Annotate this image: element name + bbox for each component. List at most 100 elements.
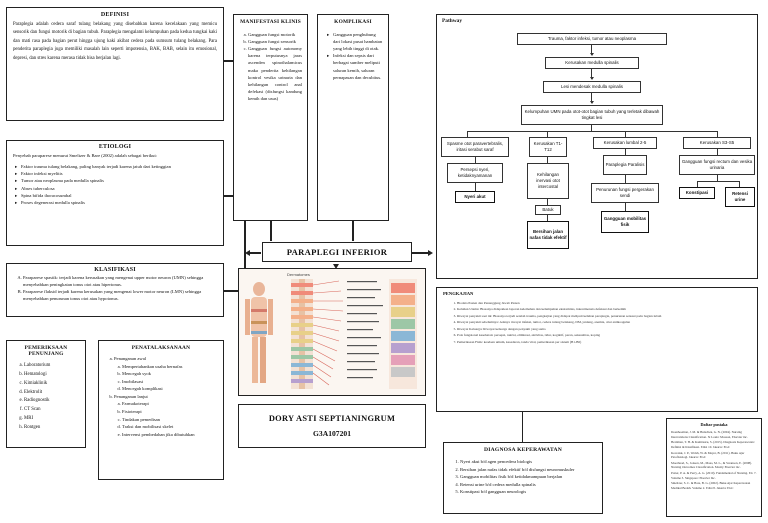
pustaka-item: Doenhoeman, J. M. & Bulechek, G. N. (200… — [671, 430, 748, 439]
manifestasi-box: MANIFESTASI KLINIS Gangguan fungsi motor… — [233, 14, 308, 221]
pengkajian-item: Riwayat penyakit saat ini: Biasanya terj… — [457, 313, 751, 319]
node-s3-s5: Kerusakan S3-S5 — [683, 137, 751, 149]
node-lumbal: Kerusakan lumbal 2-5 — [593, 137, 657, 149]
node-retensi-urine: Retensi urine — [725, 187, 755, 207]
body-front-icon — [245, 282, 273, 383]
author-name: DORY ASTI SEPTIANINGRUM — [268, 414, 396, 423]
node-spasme: Spasme otot paravertebralis, iritasi ser… — [441, 137, 509, 157]
definisi-body: Paraplegia adalah cedera saraf tulang be… — [13, 22, 217, 61]
node-konstipasi: Konstipasi — [679, 187, 715, 199]
pemeriksaan-box: PEMERIKSAAN PENUNJANG Laboratorium Hemat… — [6, 340, 86, 448]
klasifikasi-title: KLASIFIKASI — [94, 267, 136, 273]
node-nyeri-akut: Nyeri akut — [455, 191, 495, 203]
node-gangguan-mobilitas: Gangguan mobilitas fisik — [601, 211, 649, 233]
etiologi-list: Faktor trauma tulang belakang, paling ba… — [13, 163, 217, 207]
node-bersihan: Bersihan jalan nafas tidak efektif — [527, 221, 569, 249]
manifestasi-item: Gangguan fungsi autonomy karena terputus… — [248, 45, 302, 102]
pathway-title: Pathway — [442, 18, 463, 24]
pustaka-title: Daftar pustaka — [700, 422, 728, 427]
penatalaksanaan-item: Fisioterapi — [122, 408, 218, 416]
node-kehilangan-inervasi: Kehilangan inervasi otot intercostal — [527, 163, 569, 199]
penatalaksanaan-group-label: Penanganan awal — [114, 356, 147, 361]
etiologi-item: Tumor atau neoplasma pada medulla spinal… — [15, 177, 217, 185]
komplikasi-item: Infeksi dan sepsis dari berbagai sumber … — [327, 52, 383, 80]
spine-column-icon — [291, 279, 313, 389]
manifestasi-list: Gangguan fungsi motorik Gangguan fungsi … — [239, 31, 302, 102]
penatalaksanaan-group-label: Penanganan lanjut — [114, 393, 148, 399]
diagnosa-item: Nyeri akut b/d agen pencedera biologis — [460, 458, 596, 466]
arrow-left — [245, 250, 250, 256]
pengkajian-list: Biodata Pasien dan Penanggung Jawab Pasi… — [443, 300, 751, 345]
pustaka-item: Smeltzer, S. C. & Bare, B. G. (2002). Bu… — [671, 481, 751, 491]
connector-diagnosa — [522, 412, 523, 442]
pemeriksaan-item: CT Scan — [24, 406, 80, 415]
diagnosa-box: DIAGNOSA KEPERAWATAN Nyeri akut b/d agen… — [443, 442, 603, 514]
arrow-down — [333, 264, 339, 269]
pengkajian-item: Riwayat Keluarga: Riwayat keluarga denga… — [457, 326, 751, 332]
dermatome-illustration: Dermatomes — [239, 269, 425, 395]
komplikasi-title: KOMPLIKASI — [334, 19, 372, 25]
image-title: Dermatomes — [287, 272, 310, 277]
pengkajian-box: PENGKAJIAN Biodata Pasien dan Penanggung… — [436, 287, 758, 412]
penatalaksanaan-item: Traksi dan mobilisasi skelet — [122, 423, 218, 431]
komplikasi-list: Gangguan penghubung dari lokasi pusat ha… — [323, 31, 383, 81]
pustaka-item: Potter, P. A. & Perry, A. G. (2010). Fun… — [671, 471, 757, 480]
body-side-icon — [389, 279, 417, 389]
node-t1-t12: Kerusakan T1-T12 — [529, 137, 567, 157]
etiologi-intro: Penyebab paraparese menurut Smeltzer & B… — [13, 153, 158, 158]
pathway-box: Pathway Trauma, faktor infeksi, tumor at… — [436, 14, 758, 279]
diagnosa-item: Gangguan mobilitas fisik b/d ketidakmamp… — [460, 473, 596, 481]
pemeriksaan-item: Radiognostik — [24, 397, 80, 406]
connector-central-right — [412, 252, 430, 254]
penatalaksanaan-title: PENATALAKSANAAN — [131, 345, 191, 351]
manifestasi-item: Gangguan fungsi motorik — [248, 31, 302, 38]
pemeriksaan-title: PEMERIKSAAN PENUNJANG — [24, 345, 68, 357]
klasifikasi-item: Paraparese spastik: terjadi karena kerus… — [23, 275, 217, 289]
klasifikasi-list: Paraparese spastik: terjadi karena kerus… — [13, 275, 217, 303]
pustaka-box: Daftar pustaka Doenhoeman, J. M. & Bulec… — [666, 418, 762, 517]
pemeriksaan-item: Rontgen — [24, 424, 80, 433]
penatalaksanaan-item: Farmakoterapi — [122, 400, 218, 408]
node-lesi: Lesi mendesak medulla spinalis — [543, 81, 641, 93]
pemeriksaan-item: MRI — [24, 415, 80, 424]
central-title-box: PARAPLEGI INFERIOR — [262, 242, 412, 262]
diagnosa-item: Konstipasi b/d gangguan neurologis — [460, 488, 596, 496]
pemeriksaan-item: Hematologi — [24, 371, 80, 380]
penatalaksanaan-item: Tindakan pemedisan — [122, 416, 218, 424]
central-title: PARAPLEGI INFERIOR — [286, 247, 388, 257]
manifestasi-item: Gangguan fungsi sensorik — [248, 38, 302, 45]
diagnosa-item: Retensi urine b/d cedera medulla spinali… — [460, 481, 596, 489]
arrow-right — [428, 250, 433, 256]
node-kelumpuhan-umn: Kelumpuhan UMN pada otot-otot bagian tub… — [521, 105, 663, 125]
definisi-box: DEFINISI Paraplegia adalah cedera saraf … — [6, 7, 224, 121]
dermatome-image: Dermatomes — [238, 268, 426, 396]
pengkajian-item: Biodata Pasien dan Penanggung Jawab Pasi… — [457, 300, 751, 306]
klasifikasi-item: Paraparese flaksid terjadi karena kerusa… — [23, 289, 217, 303]
node-paraplegia: Paraplegia Paralisis — [603, 155, 647, 175]
node-batuk: Batuk — [535, 205, 561, 215]
pengkajian-item: Pola fungsional kesehatan: persepsi, nut… — [457, 332, 751, 338]
pemeriksaan-item: Elektrolit — [24, 389, 80, 398]
diagnosa-item: Bersihan jalan nafas tidak efektif b/d d… — [460, 466, 596, 474]
penatalaksanaan-item: Mencegah komplikasi — [122, 385, 218, 393]
pengkajian-item: Keluhan Utama: Biasanya didapatkan lapor… — [457, 306, 751, 312]
pengkajian-item: Riwayat penyakit sebelumnya: Adanya riwa… — [457, 319, 751, 325]
connector-left-trunk — [244, 200, 246, 300]
etiologi-item: Abses tuberculosa — [15, 185, 217, 193]
node-gangguan-rectum: Gangguan fungsi rectum dan vesika urinar… — [679, 155, 755, 175]
penatalaksanaan-item: Mencegah syok — [122, 370, 218, 378]
author-nim: G3A107201 — [313, 429, 351, 438]
diagnosa-title: DIAGNOSA KEPERAWATAN — [484, 447, 562, 453]
author-box: DORY ASTI SEPTIANINGRUM G3A107201 — [238, 404, 426, 448]
etiologi-title: ETIOLOGI — [98, 144, 132, 150]
node-kerusakan-medulla: Kerusakan medulla spinalis — [545, 57, 639, 69]
node-trauma: Trauma, faktor infeksi, tumor atau neopl… — [517, 33, 667, 45]
penatalaksanaan-item: Imobilasasi — [122, 378, 218, 386]
node-nyeri-persepsi: Persepsi nyeri, ketidaknyamanan — [447, 163, 503, 183]
label-lines-icon — [347, 281, 383, 379]
pustaka-item: Moorhead, S., Jonson, M., Maas, M. L., &… — [671, 460, 753, 470]
connector-manifestasi — [270, 221, 272, 241]
pengkajian-item: Pemeriksaan Fisik: keadaan umum, kesadar… — [457, 339, 751, 345]
penatalaksanaan-group: Penanganan awal Mempertahankan usaha ber… — [114, 355, 218, 393]
penatalaksanaan-list: Penanganan awal Mempertahankan usaha ber… — [104, 355, 218, 438]
